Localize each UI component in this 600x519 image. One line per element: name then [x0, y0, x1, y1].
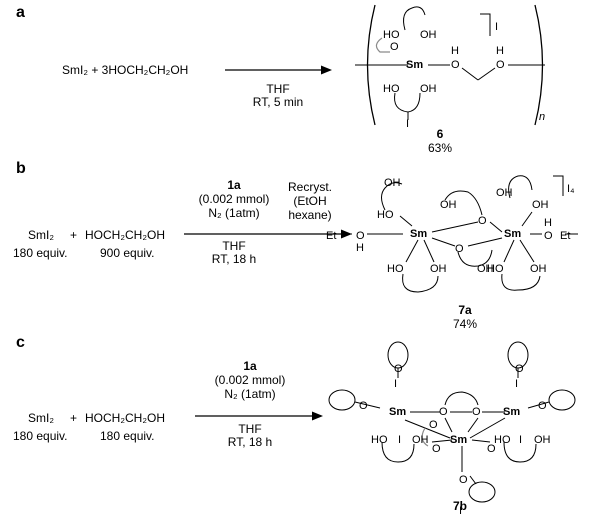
catalyst-amount-b: (0.002 mmol)	[198, 192, 270, 206]
equiv-b-2: 900 equiv.	[100, 246, 155, 260]
atom-o: O	[451, 59, 460, 71]
counterion-7a: I₄	[567, 183, 575, 195]
atom-i: I	[519, 434, 522, 446]
atom-i: I	[398, 434, 401, 446]
plus-c: +	[70, 411, 78, 425]
compound-7b-structure: Sm Sm Sm I O I O O O O O HO OH I O O O O…	[328, 341, 576, 517]
conditions-c-solvent: THF	[238, 422, 262, 436]
subscript-n: n	[539, 111, 545, 123]
counterion-6: I	[495, 21, 498, 33]
panel-label-b: b	[16, 160, 26, 177]
atom-i: I	[406, 118, 409, 130]
product-id-7b: 7b	[452, 499, 467, 513]
reaction-arrow-c	[195, 411, 323, 421]
atom-o: O	[496, 59, 505, 71]
atom-ho: HO	[487, 263, 504, 275]
atom-oh: OH	[530, 263, 547, 275]
atom-o: O	[432, 443, 441, 455]
atom-sm: Sm	[450, 434, 467, 446]
reactant-c-glycol: HOCH₂CH₂OH	[85, 411, 165, 425]
atom-ho: HO	[371, 434, 388, 446]
product-id-7a: 7a	[458, 303, 472, 317]
atom-ho: HO	[383, 83, 400, 95]
equiv-c-1: 180 equiv.	[13, 429, 68, 443]
atom-o: O	[478, 215, 487, 227]
atom-h: H	[451, 45, 459, 57]
panel-label-c: c	[16, 334, 25, 351]
atom-h: H	[544, 217, 552, 229]
reactant-c-smi2: SmI₂	[28, 411, 54, 425]
atom-oh: OH	[496, 187, 513, 199]
product-id-6: 6	[436, 127, 444, 141]
atom-oh: OH	[420, 83, 437, 95]
conditions-b-solvent: THF	[222, 239, 246, 253]
yield-6: 63%	[427, 141, 453, 155]
atom-o: O	[544, 230, 553, 242]
atom-oh: OH	[420, 29, 437, 41]
recryst-b-1: Recryst.	[287, 180, 332, 194]
atom-sm: Sm	[406, 59, 423, 71]
atom-ho: HO	[383, 29, 400, 41]
panel-label-a: a	[16, 4, 25, 21]
atom-oh: OH	[534, 434, 551, 446]
recryst-b-2: (EtOH	[293, 194, 327, 208]
atmosphere-c: N₂ (1atm)	[224, 387, 276, 401]
atmosphere-b: N₂ (1atm)	[208, 206, 260, 220]
atom-oh: OH	[440, 199, 457, 211]
reactant-b-smi2: SmI₂	[28, 228, 54, 242]
recryst-b-3: hexane)	[288, 208, 332, 222]
atom-oh: OH	[532, 199, 549, 211]
plus-b: +	[70, 228, 78, 242]
atom-o: O	[359, 400, 368, 412]
reaction-arrow-a	[225, 65, 332, 75]
atom-et: Et	[560, 230, 570, 242]
atom-h: H	[496, 45, 504, 57]
reactants-a: SmI₂ + 3HOCH₂CH₂OH	[62, 63, 189, 77]
atom-o: O	[439, 406, 448, 418]
reactant-b-glycol: HOCH₂CH₂OH	[85, 228, 165, 242]
compound-7a-structure: I₄ Sm OH HO Et O H HO OH O	[326, 175, 578, 293]
atom-sm: Sm	[410, 228, 427, 240]
atom-ho: HO	[377, 209, 394, 221]
conditions-a-time: RT, 5 min	[252, 95, 304, 109]
atom-oh: OH	[384, 177, 401, 189]
catalyst-b: 1a	[227, 178, 241, 192]
conditions-b-time: RT, 18 h	[211, 252, 257, 266]
atom-o: O	[515, 363, 524, 375]
compound-6-structure: n I Sm HO OH O HO OH I O H O H	[355, 4, 545, 130]
atom-o: O	[356, 230, 365, 242]
catalyst-amount-c: (0.002 mmol)	[214, 373, 286, 387]
atom-o: O	[487, 443, 496, 455]
atom-sm: Sm	[389, 406, 406, 418]
atom-o: O	[538, 400, 547, 412]
atom-o: O	[459, 474, 468, 486]
atom-o: O	[390, 41, 399, 53]
atom-i: I	[515, 378, 518, 390]
atom-oh: OH	[477, 263, 494, 275]
atom-oh: OH	[412, 434, 429, 446]
yield-7a: 74%	[452, 317, 478, 331]
atom-et: Et	[326, 230, 336, 242]
atom-o: O	[429, 419, 438, 431]
conditions-c-time: RT, 18 h	[227, 435, 273, 449]
atom-o: O	[394, 363, 403, 375]
atom-sm: Sm	[503, 406, 520, 418]
catalyst-c: 1a	[243, 359, 257, 373]
atom-o: O	[472, 406, 481, 418]
atom-ho: HO	[494, 434, 511, 446]
atom-ho: HO	[387, 263, 404, 275]
conditions-a-solvent: THF	[266, 82, 290, 96]
equiv-c-2: 180 equiv.	[100, 429, 155, 443]
atom-oh: OH	[430, 263, 447, 275]
atom-h: H	[356, 242, 364, 254]
atom-i: I	[459, 505, 462, 517]
atom-o: O	[455, 243, 464, 255]
atom-i: I	[394, 378, 397, 390]
equiv-b-1: 180 equiv.	[13, 246, 68, 260]
atom-sm: Sm	[504, 228, 521, 240]
